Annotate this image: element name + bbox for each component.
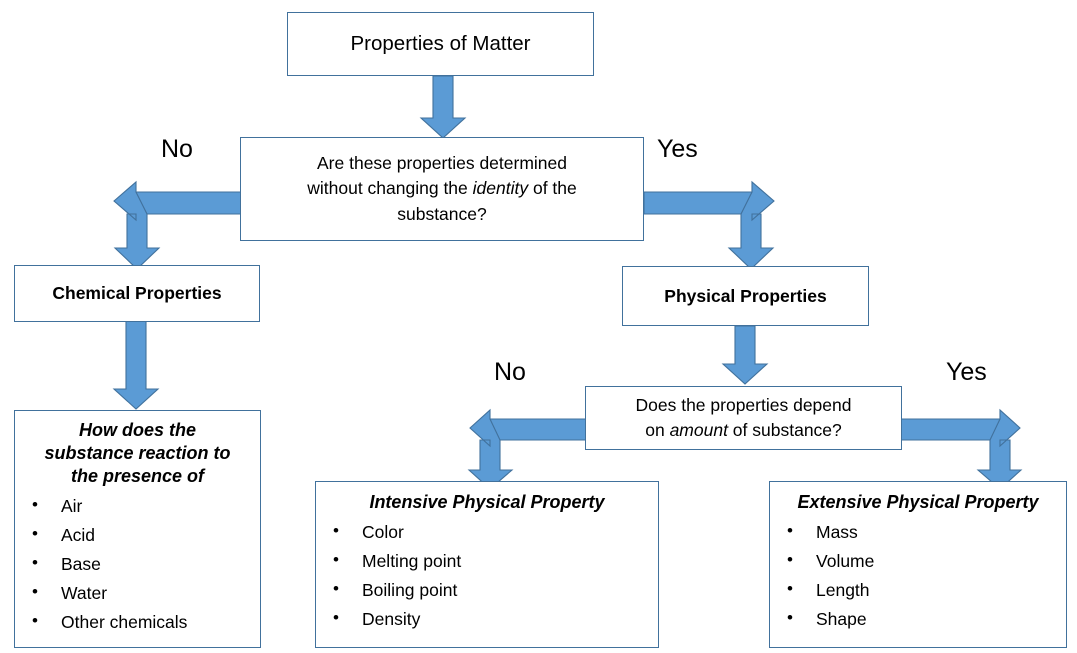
node-heading: Extensive Physical Property: [797, 492, 1039, 512]
edge-label-question1-yes: Yes: [657, 135, 698, 163]
list-item: Base: [15, 549, 260, 579]
arrow-physical-to-question2: [721, 325, 769, 385]
list-item: Boiling point: [316, 575, 658, 605]
node-intensive-physical-property[interactable]: Intensive Physical Property Color Meltin…: [315, 481, 659, 648]
arrow-question2-no-to-intensive: [467, 408, 591, 490]
node-question-identity[interactable]: Are these properties determined without …: [240, 137, 644, 241]
node-extensive-physical-property[interactable]: Extensive Physical Property Mass Volume …: [769, 481, 1067, 648]
node-properties-of-matter[interactable]: Properties of Matter: [287, 12, 594, 76]
node-chemical-properties[interactable]: Chemical Properties: [14, 265, 260, 322]
question2-line2-emphasis: amount: [669, 420, 728, 440]
list-item: Volume: [770, 546, 1066, 576]
question1-line2-pre: without changing the: [307, 178, 473, 199]
list-item: Mass: [770, 517, 1066, 547]
extensive-list: Mass Volume Length Shape: [770, 517, 1066, 634]
arrow-question1-yes-to-physical: [643, 180, 775, 270]
question1-line2-emphasis: identity: [472, 178, 529, 199]
node-title: Physical Properties: [664, 285, 827, 306]
node-heading: Intensive Physical Property: [369, 492, 605, 512]
chemical-detail-heading-line1: How does the: [78, 420, 196, 440]
node-question-text: Are these properties determined without …: [255, 151, 629, 227]
question1-line3: substance?: [397, 203, 487, 224]
intensive-list: Color Melting point Boiling point Densit…: [316, 517, 658, 634]
list-item: Other chemicals: [15, 607, 260, 637]
arrow-question1-no-to-chemical: [113, 180, 245, 270]
node-heading: How does the substance reaction to the p…: [15, 419, 260, 488]
question2-line1: Does the properties depend: [635, 394, 852, 415]
node-physical-properties[interactable]: Physical Properties: [622, 266, 869, 326]
chemical-detail-heading-line3: the presence of: [70, 466, 205, 487]
arrow-question2-yes-to-extensive: [899, 408, 1023, 490]
question2-line2-pre: on: [645, 420, 670, 440]
node-question-amount[interactable]: Does the properties depend on amount of …: [585, 386, 902, 450]
arrow-chemical-to-detail: [112, 320, 160, 410]
list-item: Acid: [15, 520, 260, 550]
list-item: Color: [316, 517, 658, 547]
list-item: Length: [770, 575, 1066, 605]
node-title: Chemical Properties: [52, 283, 222, 304]
list-item: Water: [15, 578, 260, 608]
chemical-detail-heading-line2: substance reaction to: [44, 443, 231, 464]
list-item: Air: [15, 491, 260, 521]
edge-label-question2-no: No: [494, 358, 526, 386]
list-item: Melting point: [316, 546, 658, 576]
node-chemical-properties-detail[interactable]: How does the substance reaction to the p…: [14, 410, 261, 648]
node-question-text: Does the properties depend on amount of …: [596, 393, 891, 444]
edge-label-question1-no: No: [161, 135, 193, 163]
arrow-root-to-question1: [419, 75, 467, 139]
edge-label-question2-yes: Yes: [946, 358, 987, 386]
question1-line1: Are these properties determined: [317, 152, 567, 173]
question1-line2-post: of the: [528, 178, 577, 199]
node-title: Properties of Matter: [350, 31, 531, 55]
list-item: Shape: [770, 604, 1066, 634]
chemical-detail-list: Air Acid Base Water Other chemicals: [15, 491, 260, 637]
list-item: Density: [316, 604, 658, 634]
question2-line2-post: of substance?: [727, 420, 842, 440]
